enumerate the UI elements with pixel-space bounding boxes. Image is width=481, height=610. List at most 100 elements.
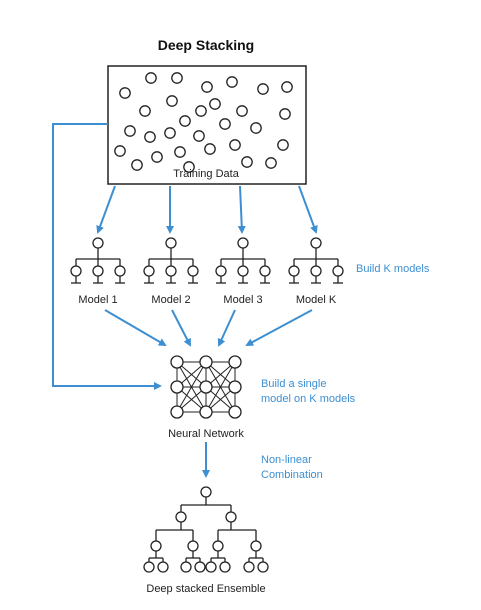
tree-node [165, 265, 177, 277]
tree-node [215, 265, 227, 277]
tree-root-node [165, 237, 177, 249]
ensemble-tree-graphic [143, 486, 269, 573]
tree-root-node [310, 237, 322, 249]
tree-leaf-node [257, 561, 269, 573]
network-note-line-2: model on K models [261, 393, 356, 405]
data-point [183, 161, 195, 173]
network-connection [176, 361, 207, 413]
model-tree-4 [288, 237, 344, 284]
data-point [174, 146, 186, 158]
data-point [171, 72, 183, 84]
network-note-line-1: Build a single [261, 378, 326, 390]
ensemble-label: Deep stacked Ensemble [146, 583, 265, 595]
data-point [145, 72, 157, 84]
data-point [139, 105, 151, 117]
model-label-2: Model 2 [151, 294, 190, 306]
tree-node [143, 265, 155, 277]
tree-leaf-node [180, 561, 192, 573]
data-point [277, 139, 289, 151]
data-point [151, 151, 163, 163]
network-node [170, 380, 184, 394]
model-to-network-arrow [171, 309, 191, 347]
tree-node [114, 265, 126, 277]
combination-note-line-1: Non-linear [261, 454, 312, 466]
network-node [228, 355, 242, 369]
data-point [195, 105, 207, 117]
training-data-label: Training Data [173, 168, 240, 180]
network-node [199, 355, 213, 369]
tree-node [212, 540, 224, 552]
model-tree-3 [215, 237, 271, 284]
tree-leaf-node [157, 561, 169, 573]
tree-node [70, 265, 82, 277]
network-node [228, 380, 242, 394]
network-label: Neural Network [168, 428, 244, 440]
build-models-note: Build K models [356, 263, 430, 275]
tree-node [332, 265, 344, 277]
data-to-model-arrows [96, 185, 318, 234]
tree-node [187, 265, 199, 277]
tree-node [175, 511, 187, 523]
tree-node [259, 265, 271, 277]
data-point [119, 87, 131, 99]
data-point [144, 131, 156, 143]
tree-node [150, 540, 162, 552]
tree-node [250, 540, 262, 552]
tree-node [288, 265, 300, 277]
model-trees [70, 237, 344, 284]
tree-leaf-node [243, 561, 255, 573]
network-node [170, 355, 184, 369]
data-point [241, 156, 253, 168]
data-to-model-arrow [237, 185, 246, 234]
model-label-1: Model 1 [78, 294, 117, 306]
tree-leaf-node [205, 561, 217, 573]
model-to-network-arrow [104, 309, 167, 347]
data-point [179, 115, 191, 127]
network-node [199, 380, 213, 394]
tree-node [225, 511, 237, 523]
data-point [204, 143, 216, 155]
model-label-3: Model 3 [223, 294, 262, 306]
tree-leaf-node [143, 561, 155, 573]
model-tree-1 [70, 237, 126, 284]
tree-root-node [237, 237, 249, 249]
data-point [219, 118, 231, 130]
combination-note-line-2: Combination [261, 469, 323, 481]
tree-root-node [92, 237, 104, 249]
tree-node [310, 265, 322, 277]
data-to-model-arrow [96, 185, 116, 234]
model-to-network-arrow [217, 309, 236, 347]
data-point [131, 159, 143, 171]
data-point [201, 81, 213, 93]
model-to-network-arrows [104, 309, 313, 347]
model-tree-2 [143, 237, 199, 284]
model-label-k: Model K [296, 294, 337, 306]
network-node [170, 405, 184, 419]
tree-leaf-node [219, 561, 231, 573]
data-point [164, 127, 176, 139]
data-point [114, 145, 126, 157]
network-node [199, 405, 213, 419]
tree-leaf-node [194, 561, 206, 573]
data-point [193, 130, 205, 142]
data-point [279, 108, 291, 120]
data-point [166, 95, 178, 107]
data-point [257, 83, 269, 95]
network-node [228, 405, 242, 419]
data-point [229, 139, 241, 151]
data-point [226, 76, 238, 88]
data-to-model-arrow [298, 185, 318, 234]
tree-node [237, 265, 249, 277]
data-point [236, 105, 248, 117]
network-connection [205, 361, 236, 413]
data-point [124, 125, 136, 137]
skip-connection-arrow [52, 123, 162, 390]
data-point [209, 98, 221, 110]
tree-root-node [200, 486, 212, 498]
training-data-points [114, 72, 293, 173]
diagram-title: Deep Stacking [158, 37, 254, 53]
model-to-network-arrow [245, 309, 313, 346]
data-point [265, 157, 277, 169]
tree-node [92, 265, 104, 277]
